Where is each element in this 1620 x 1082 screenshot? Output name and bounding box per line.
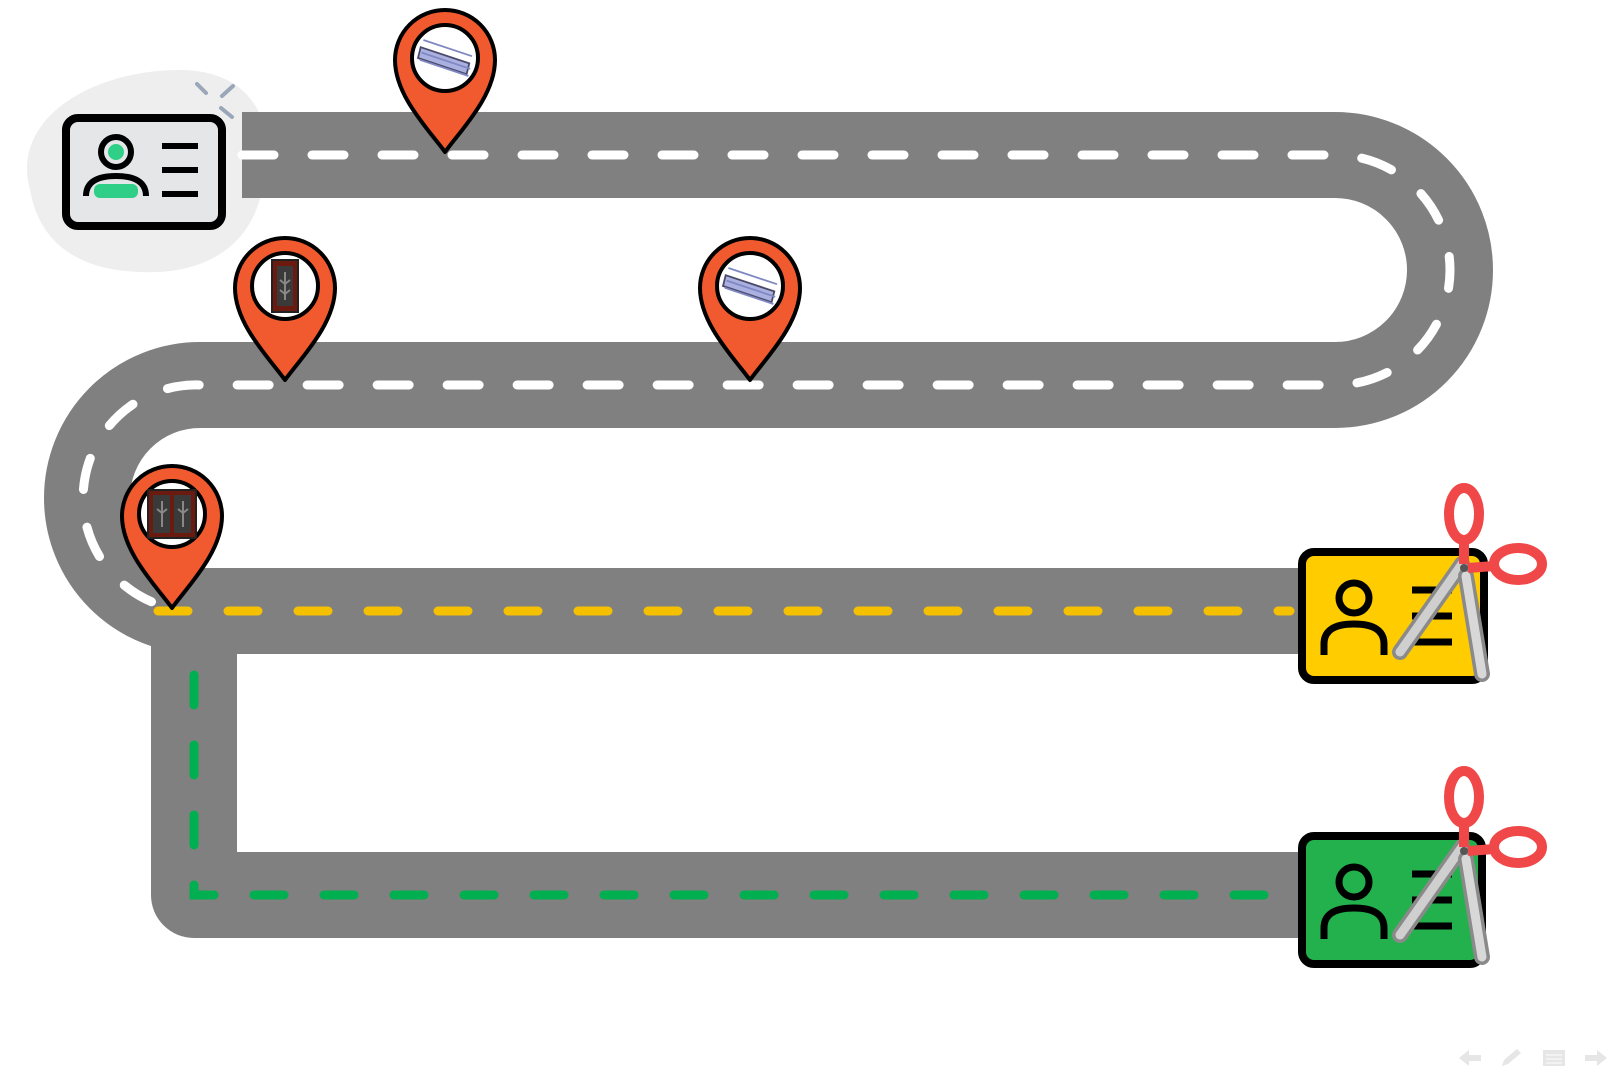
green-id-card [1298, 832, 1486, 968]
map-pin-icon [120, 464, 224, 610]
menu-icon[interactable] [1539, 1044, 1569, 1072]
door-icon [271, 259, 299, 313]
pen-icon[interactable] [1497, 1044, 1527, 1072]
next-arrow-icon[interactable] [1581, 1044, 1611, 1072]
green-lane-line [189, 670, 1295, 900]
double-door-icon [147, 489, 197, 539]
sparkle-icon [195, 82, 235, 119]
map-pin-icon [233, 236, 337, 382]
start-id-card [62, 114, 226, 230]
prev-arrow-icon[interactable] [1455, 1044, 1485, 1072]
road-center-line [78, 150, 1455, 610]
id-card-icon [83, 134, 198, 198]
slide-nav-controls [1455, 1043, 1620, 1073]
